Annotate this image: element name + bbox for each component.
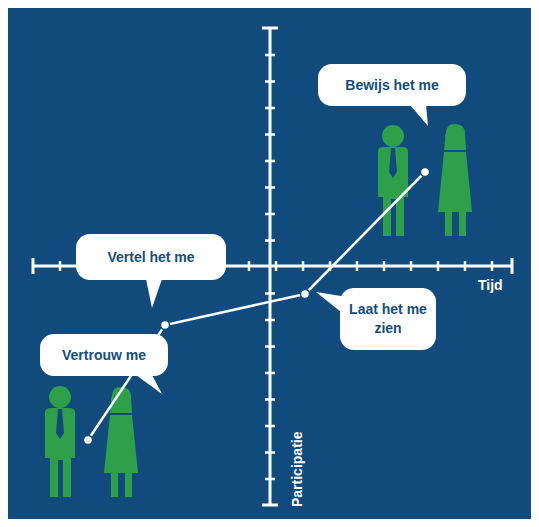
axes <box>33 28 512 505</box>
people-top <box>378 124 472 236</box>
axis-tick <box>265 133 275 136</box>
axis-tick <box>265 319 275 322</box>
axis-label: Participatie <box>289 432 305 507</box>
axis-tick <box>59 261 62 271</box>
speech-bubble: Bewijs het me <box>318 64 466 106</box>
people-bottom <box>45 386 138 497</box>
axis-tick <box>275 261 278 271</box>
axis-tick <box>302 261 305 271</box>
axis-tick <box>265 160 275 163</box>
bubble-text: Vertrouw me <box>54 346 154 365</box>
axis-tick <box>464 261 467 271</box>
axis-tick <box>265 345 275 348</box>
axis-tick <box>265 186 275 189</box>
axis-tick <box>265 372 275 375</box>
axis-tick <box>265 292 275 295</box>
speech-bubble: Laat het me zien <box>340 288 436 350</box>
axis-tick <box>265 80 275 83</box>
axis-tick <box>383 261 386 271</box>
bubble-text: Bewijs het me <box>337 76 446 95</box>
axis-tick <box>248 261 251 271</box>
axis-tick <box>265 213 275 216</box>
axis-tick <box>265 451 275 454</box>
axis-tick <box>265 239 275 242</box>
axis-tick <box>437 261 440 271</box>
axis-tick <box>265 478 275 481</box>
axis-tick <box>491 261 494 271</box>
bubble-shape <box>340 288 436 350</box>
axis-tick <box>265 425 275 428</box>
axis-tick <box>265 107 275 110</box>
speech-bubble: Vertrouw me <box>40 334 168 376</box>
axis-tick <box>265 398 275 401</box>
axis-label: Tijd <box>478 277 503 293</box>
background <box>8 8 531 519</box>
bubble-text: Vertel het me <box>99 248 202 267</box>
speech-bubble: Vertel het me <box>76 234 226 280</box>
axis-tick <box>410 261 413 271</box>
axis-tick <box>356 261 359 271</box>
bubble-text: Laat het me zien <box>340 300 436 338</box>
axis-tick <box>265 54 275 57</box>
